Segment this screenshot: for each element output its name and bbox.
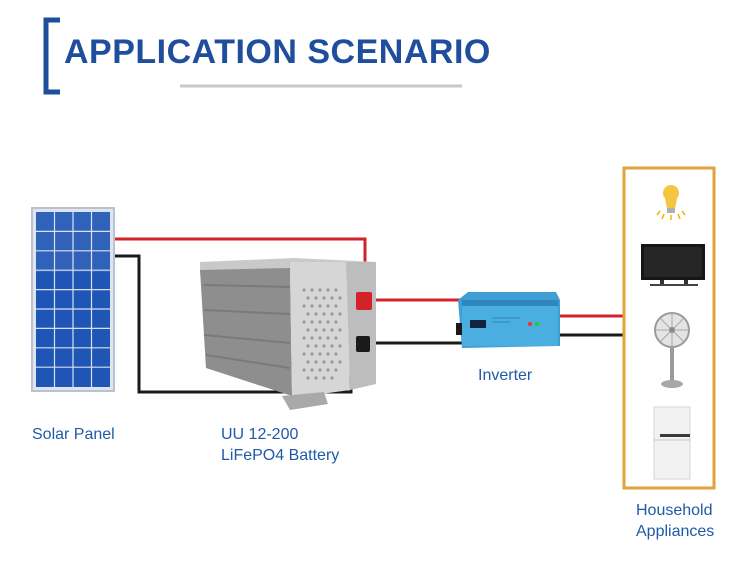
inverter-display: [470, 320, 486, 328]
solar-panel: [31, 207, 115, 392]
household-label-line1: Household: [636, 502, 713, 519]
battery-model-label: UU 12-200: [221, 426, 299, 443]
appliances-frame: [622, 166, 716, 490]
solar-panel-label: Solar Panel: [32, 426, 115, 443]
household-appliances-label: Household Appliances: [636, 500, 714, 542]
page-title: APPLICATION SCENARIO: [64, 33, 491, 71]
title-bracket: [43, 17, 462, 95]
lifepo4-battery: [200, 258, 376, 410]
inverter: [456, 292, 560, 348]
refrigerator-icon: [653, 406, 691, 480]
battery-vent: [302, 288, 342, 380]
negative-terminal: [356, 336, 370, 352]
television-icon: [641, 244, 705, 286]
light-bulb-icon: [656, 185, 686, 220]
fan-icon: [654, 312, 690, 388]
battery-type-label: LiFePO4 Battery: [221, 447, 340, 464]
battery-label: UU 12-200 LiFePO4 Battery: [221, 424, 339, 466]
positive-terminal: [356, 292, 372, 310]
household-label-line2: Appliances: [636, 523, 715, 540]
inverter-label: Inverter: [478, 367, 533, 384]
